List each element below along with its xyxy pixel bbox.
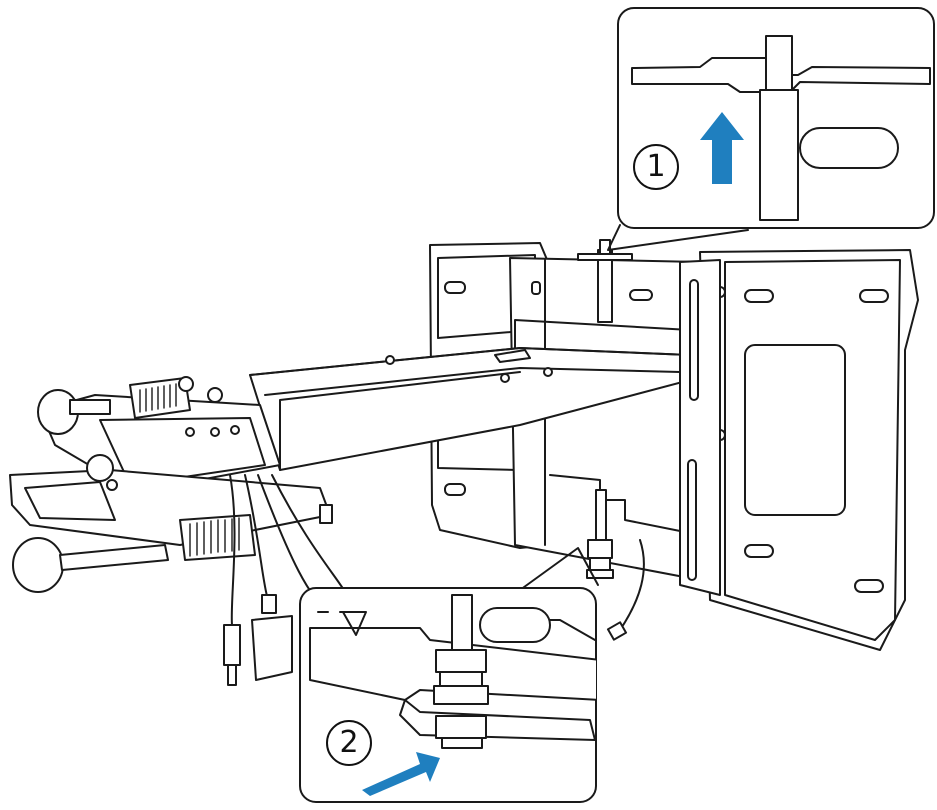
callout-leader-lines (519, 224, 749, 591)
step-marker-1-label: 1 (646, 149, 666, 184)
extension-arm (249, 347, 691, 471)
step-marker-2-label: 2 (339, 725, 359, 760)
up-arrow-icon (700, 112, 744, 184)
step-marker-1: 1 (633, 144, 679, 190)
cable-connectors (223, 594, 628, 686)
callout-2-box (299, 587, 597, 803)
front-mounting-plate (679, 249, 919, 651)
callout-1-box (617, 7, 935, 229)
lower-adjuster-rod (586, 489, 614, 579)
step-marker-2: 2 (326, 720, 372, 766)
lower-clamp-assembly (9, 454, 333, 593)
right-arrow-icon (362, 752, 440, 796)
